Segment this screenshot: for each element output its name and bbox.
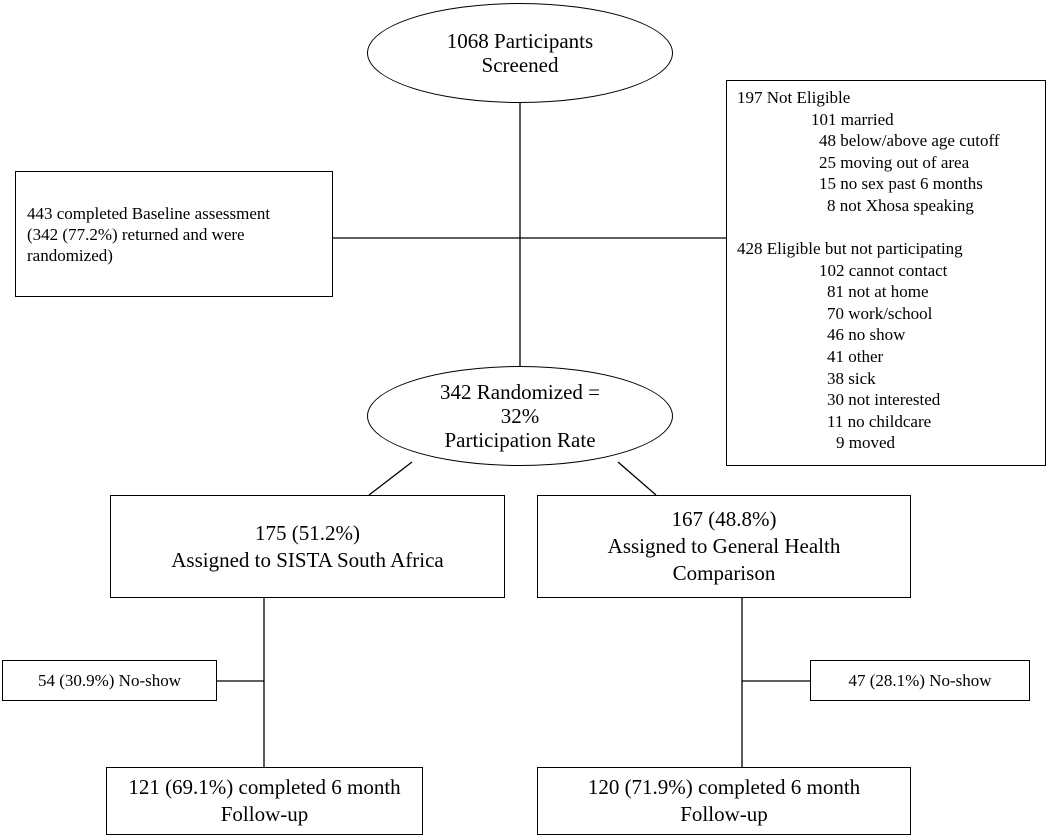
- general-followup-line-2: Follow-up: [680, 802, 768, 826]
- baseline-line-2: (342 (77.2%) returned and were: [27, 225, 245, 244]
- screened-line-2: Screened: [481, 53, 559, 77]
- general-arm-box: 167 (48.8%) Assigned to General Health C…: [537, 495, 911, 598]
- not-eligible-item: 25 moving out of area: [819, 152, 970, 172]
- general-followup-box: 120 (71.9%) completed 6 month Follow-up: [537, 767, 911, 835]
- not-participating-item: 81 not at home: [827, 282, 929, 302]
- general-followup-line-1: 120 (71.9%) completed 6 month: [587, 775, 861, 799]
- general-noshow-box: 47 (28.1%) No-show: [810, 660, 1030, 701]
- general-noshow-text: 47 (28.1%) No-show: [848, 671, 992, 690]
- not-participating-item: 11 no childcare: [827, 411, 932, 431]
- sista-arm-line-1: 175 (51.2%): [255, 520, 360, 545]
- not-participating-item: 46 no show: [827, 325, 906, 345]
- baseline-line-1: 443 completed Baseline assessment: [27, 204, 271, 223]
- not-eligible-item: 101 married: [811, 109, 894, 129]
- randomized-node: 342 Randomized = 32% Participation Rate: [367, 366, 673, 466]
- not-eligible-item: 8 not Xhosa speaking: [827, 195, 974, 215]
- not-eligible-item: 48 below/above age cutoff: [819, 131, 1000, 151]
- sista-noshow-box: 54 (30.9%) No-show: [2, 660, 217, 701]
- connector-randomized-to-general: [617, 461, 657, 496]
- not-participating-item: 70 work/school: [827, 303, 933, 323]
- exclusions-box: 197 Not Eligible 101 married 48 below/ab…: [726, 80, 1046, 466]
- sista-noshow-text: 54 (30.9%) No-show: [37, 671, 182, 690]
- general-arm-line-1: 167 (48.8%): [671, 507, 777, 531]
- not-participating-item: 30 not interested: [827, 390, 941, 410]
- screened-line-1: 1068 Participants: [446, 29, 594, 53]
- not-eligible-item: 15 no sex past 6 months: [819, 174, 983, 194]
- randomized-line-1: 342 Randomized =: [440, 380, 600, 404]
- not-participating-header: 428 Eligible but not participating: [737, 239, 963, 258]
- sista-followup-line-2: Follow-up: [220, 802, 309, 826]
- sista-followup-line-1: 121 (69.1%) completed 6 month: [128, 775, 401, 799]
- general-arm-line-2: Assigned to General Health: [607, 534, 841, 558]
- not-participating-item: 41 other: [827, 346, 884, 366]
- randomized-line-3: Participation Rate: [444, 428, 596, 452]
- randomized-line-2: 32%: [500, 404, 540, 428]
- baseline-box: 443 completed Baseline assessment (342 (…: [15, 171, 333, 297]
- not-participating-item: 38 sick: [827, 368, 876, 388]
- baseline-line-3: randomized): [27, 246, 113, 265]
- not-participating-item: 9 moved: [836, 433, 896, 453]
- sista-followup-box: 121 (69.1%) completed 6 month Follow-up: [106, 767, 423, 835]
- general-arm-line-3: Comparison: [672, 561, 776, 585]
- connector-randomized-to-sista: [368, 461, 413, 496]
- not-participating-item: 102 cannot contact: [819, 260, 948, 280]
- not-eligible-header: 197 Not Eligible: [737, 88, 851, 107]
- sista-arm-box: 175 (51.2%) Assigned to SISTA South Afri…: [110, 495, 505, 598]
- sista-arm-line-2: Assigned to SISTA South Africa: [171, 547, 444, 572]
- screened-node: 1068 Participants Screened: [367, 3, 673, 103]
